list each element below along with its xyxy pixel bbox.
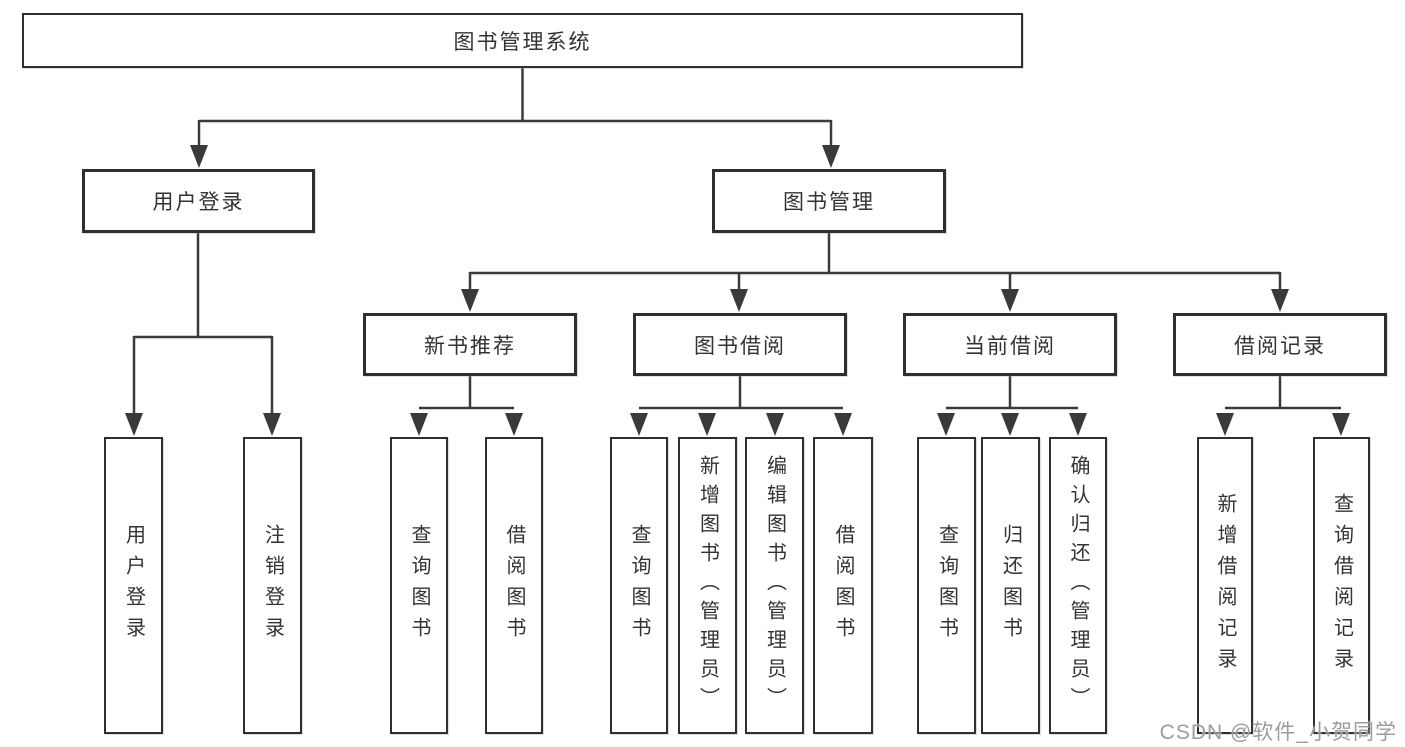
- leaf-add-borrow-record-label: 新增借阅记录: [1214, 492, 1236, 679]
- node-book-management-label: 图书管理: [783, 191, 875, 214]
- arrow-leaf-return: [1001, 413, 1019, 436]
- leaf-query-borrow-record: 查询借阅记录: [1313, 437, 1370, 734]
- arrow-leaf-logout: [263, 413, 281, 436]
- node-book-borrow: 图书借阅: [633, 313, 847, 376]
- leaf-query-borrow-record-label: 查询借阅记录: [1330, 492, 1353, 679]
- arrow-leaf-borrow1: [505, 413, 523, 436]
- leaf-add-book-admin-label: 新增图书（管理员）: [696, 455, 719, 716]
- leaf-add-book-admin: 新增图书（管理员）: [678, 437, 737, 734]
- node-user-login: 用户登录: [82, 169, 315, 233]
- node-book-management: 图书管理: [712, 169, 946, 233]
- leaf-user-login: 用户登录: [104, 437, 163, 734]
- node-borrow-records-label: 借阅记录: [1234, 334, 1326, 358]
- leaf-borrow-books-1: 借阅图书: [485, 437, 543, 734]
- arrow-leaf-borrow2: [834, 413, 852, 436]
- node-user-login-label: 用户登录: [152, 191, 245, 214]
- leaf-add-borrow-record: 新增借阅记录: [1197, 437, 1253, 734]
- node-book-borrow-label: 图书借阅: [694, 334, 786, 358]
- leaf-logout-label: 注销登录: [261, 523, 284, 648]
- leaf-return-book-label: 归还图书: [999, 523, 1022, 648]
- arrow-leaf-confirmreturn: [1069, 413, 1087, 436]
- leaf-confirm-return-admin: 确认归还（管理员）: [1049, 437, 1107, 734]
- arrow-leaf-addbook: [698, 413, 716, 436]
- leaf-query-books-3: 查询图书: [917, 437, 976, 734]
- leaf-query-books-2-label: 查询图书: [628, 523, 650, 648]
- node-new-book-recommend-label: 新书推荐: [424, 334, 516, 358]
- leaf-query-books-1: 查询图书: [390, 437, 448, 734]
- leaf-query-books-2: 查询图书: [610, 437, 668, 734]
- node-current-borrow-label: 当前借阅: [964, 334, 1056, 358]
- node-new-book-recommend: 新书推荐: [363, 313, 577, 376]
- arrow-leaf-queryrecord: [1332, 413, 1350, 436]
- leaf-user-login-label: 用户登录: [122, 523, 145, 648]
- leaf-query-books-3-label: 查询图书: [935, 523, 958, 648]
- leaf-borrow-books-2-label: 借阅图书: [832, 523, 854, 648]
- arrow-bookborrow: [730, 289, 748, 312]
- arrow-borrowrecords: [1271, 289, 1289, 312]
- node-root: 图书管理系统: [22, 13, 1023, 68]
- arrow-leaf-addrecord: [1216, 413, 1234, 436]
- leaf-logout: 注销登录: [243, 437, 302, 734]
- arrow-leaf-editbook: [766, 413, 784, 436]
- arrow-leaf-query1: [410, 413, 428, 436]
- leaf-return-book: 归还图书: [981, 437, 1040, 734]
- node-borrow-records: 借阅记录: [1173, 313, 1387, 376]
- leaf-borrow-books-2: 借阅图书: [813, 437, 873, 734]
- arrow-leaf-userlogin: [125, 413, 143, 436]
- leaf-edit-book-admin-label: 编辑图书（管理员）: [763, 455, 786, 716]
- arrow-user-login: [190, 145, 208, 168]
- node-current-borrow: 当前借阅: [903, 313, 1117, 376]
- arrow-currentborrow: [1001, 289, 1019, 312]
- node-root-label: 图书管理系统: [453, 30, 592, 54]
- arrow-leaf-query2: [630, 413, 648, 436]
- watermark: CSDN @软件_小贺同学: [1159, 721, 1397, 744]
- arrow-leaf-query3: [937, 413, 955, 436]
- leaf-query-books-1-label: 查询图书: [408, 523, 430, 648]
- leaf-edit-book-admin: 编辑图书（管理员）: [745, 437, 804, 734]
- arrow-book-mgmt: [822, 145, 840, 168]
- leaf-borrow-books-1-label: 借阅图书: [503, 523, 525, 648]
- arrow-newbook: [461, 289, 479, 312]
- leaf-confirm-return-admin-label: 确认归还（管理员）: [1067, 455, 1089, 716]
